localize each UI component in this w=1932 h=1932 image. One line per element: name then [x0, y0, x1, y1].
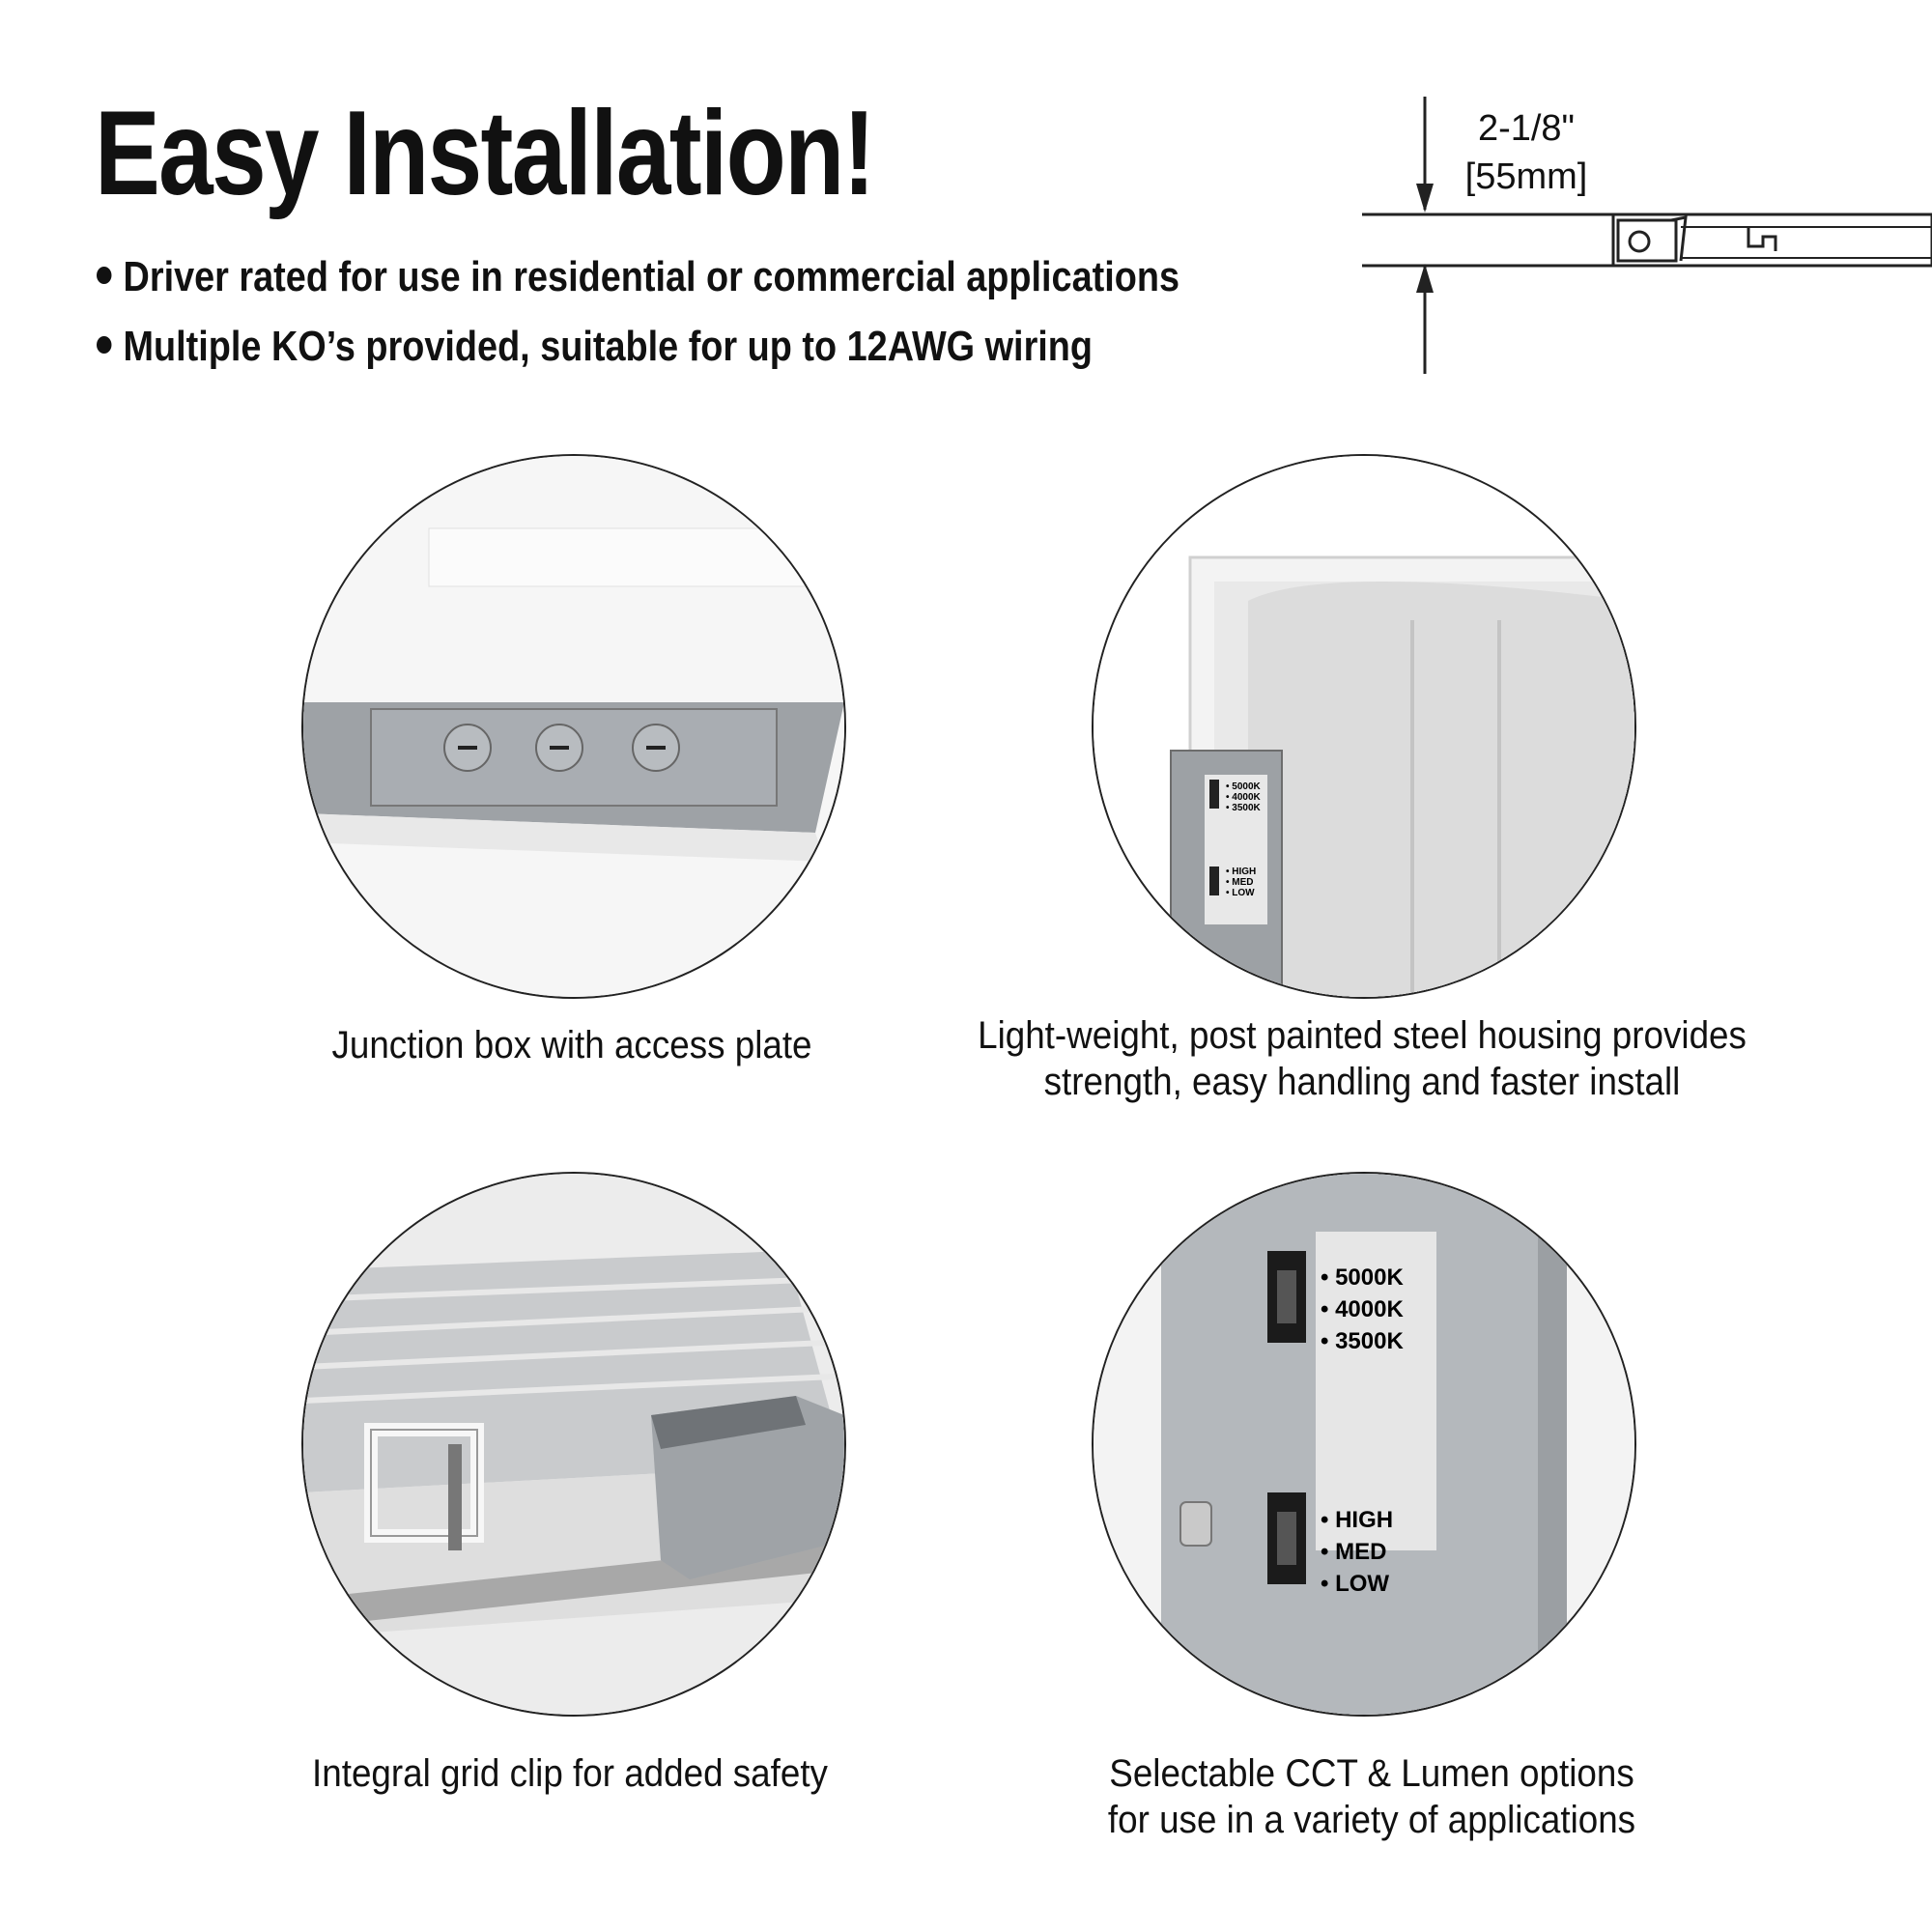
- grid-clip-caption: Integral grid clip for added safety: [268, 1750, 872, 1797]
- steel-housing-illustration: • 5000K • 4000K • 3500K • HIGH • MED • L…: [1094, 456, 1634, 997]
- caption-line: for use in a variety of applications: [1107, 1799, 1636, 1841]
- caption-line: Selectable CCT & Lumen options: [1109, 1752, 1634, 1795]
- switch-label: • 5000K: [1321, 1264, 1404, 1291]
- switch-label: • MED: [1321, 1539, 1386, 1565]
- cct-selector-photo: • 5000K • 4000K • 3500K • HIGH • MED • L…: [1092, 1172, 1636, 1717]
- cct-selector-illustration: • 5000K • 4000K • 3500K • HIGH • MED • L…: [1094, 1174, 1634, 1715]
- feature-item: Multiple KO’s provided, suitable for up …: [97, 323, 1179, 392]
- page-title: Easy Installation!: [95, 87, 875, 220]
- dimension-metric: [55mm]: [1464, 156, 1588, 197]
- junction-box-caption: Junction box with access plate: [323, 1022, 820, 1068]
- dimension-label: 2-1/8" [55mm]: [1444, 104, 1608, 201]
- switch-label: • LOW: [1321, 1571, 1389, 1597]
- switch-label: • 4000K: [1321, 1296, 1404, 1322]
- junction-box-photo: [301, 454, 846, 999]
- feature-text: Multiple KO’s provided, suitable for up …: [123, 323, 1094, 370]
- switch-label: • 5000K: [1226, 781, 1262, 792]
- caption-line: Junction box with access plate: [331, 1024, 812, 1066]
- cct-selector-caption: Selectable CCT & Lumen options for use i…: [1052, 1750, 1691, 1843]
- bullet-icon: [97, 267, 112, 285]
- feature-text: Driver rated for use in residential or c…: [123, 253, 1180, 300]
- caption-line: Light-weight, post painted steel housing…: [978, 1014, 1747, 1057]
- feature-item: Driver rated for use in residential or c…: [97, 253, 1179, 323]
- switch-label: • 4000K: [1226, 792, 1262, 803]
- junction-box-illustration: [303, 456, 844, 997]
- switch-label: • 3500K: [1226, 803, 1262, 813]
- steel-housing-caption: Light-weight, post painted steel housing…: [962, 1012, 1762, 1105]
- grid-clip-photo: [301, 1172, 846, 1717]
- switch-label: • HIGH: [1321, 1507, 1393, 1533]
- profile-dimension-diagram: [1362, 97, 1932, 374]
- steel-housing-photo: • 5000K • 4000K • 3500K • HIGH • MED • L…: [1092, 454, 1636, 999]
- switch-label: • LOW: [1226, 888, 1255, 898]
- switch-label: • MED: [1226, 877, 1254, 888]
- grid-clip-illustration: [303, 1174, 844, 1715]
- bullet-icon: [97, 336, 112, 355]
- switch-label: • 3500K: [1321, 1328, 1404, 1354]
- caption-line: Integral grid clip for added safety: [312, 1752, 828, 1795]
- feature-list: Driver rated for use in residential or c…: [97, 253, 1356, 392]
- caption-line: strength, easy handling and faster insta…: [1043, 1061, 1681, 1103]
- switch-label: • HIGH: [1226, 867, 1256, 877]
- dimension-imperial: 2-1/8": [1477, 108, 1576, 149]
